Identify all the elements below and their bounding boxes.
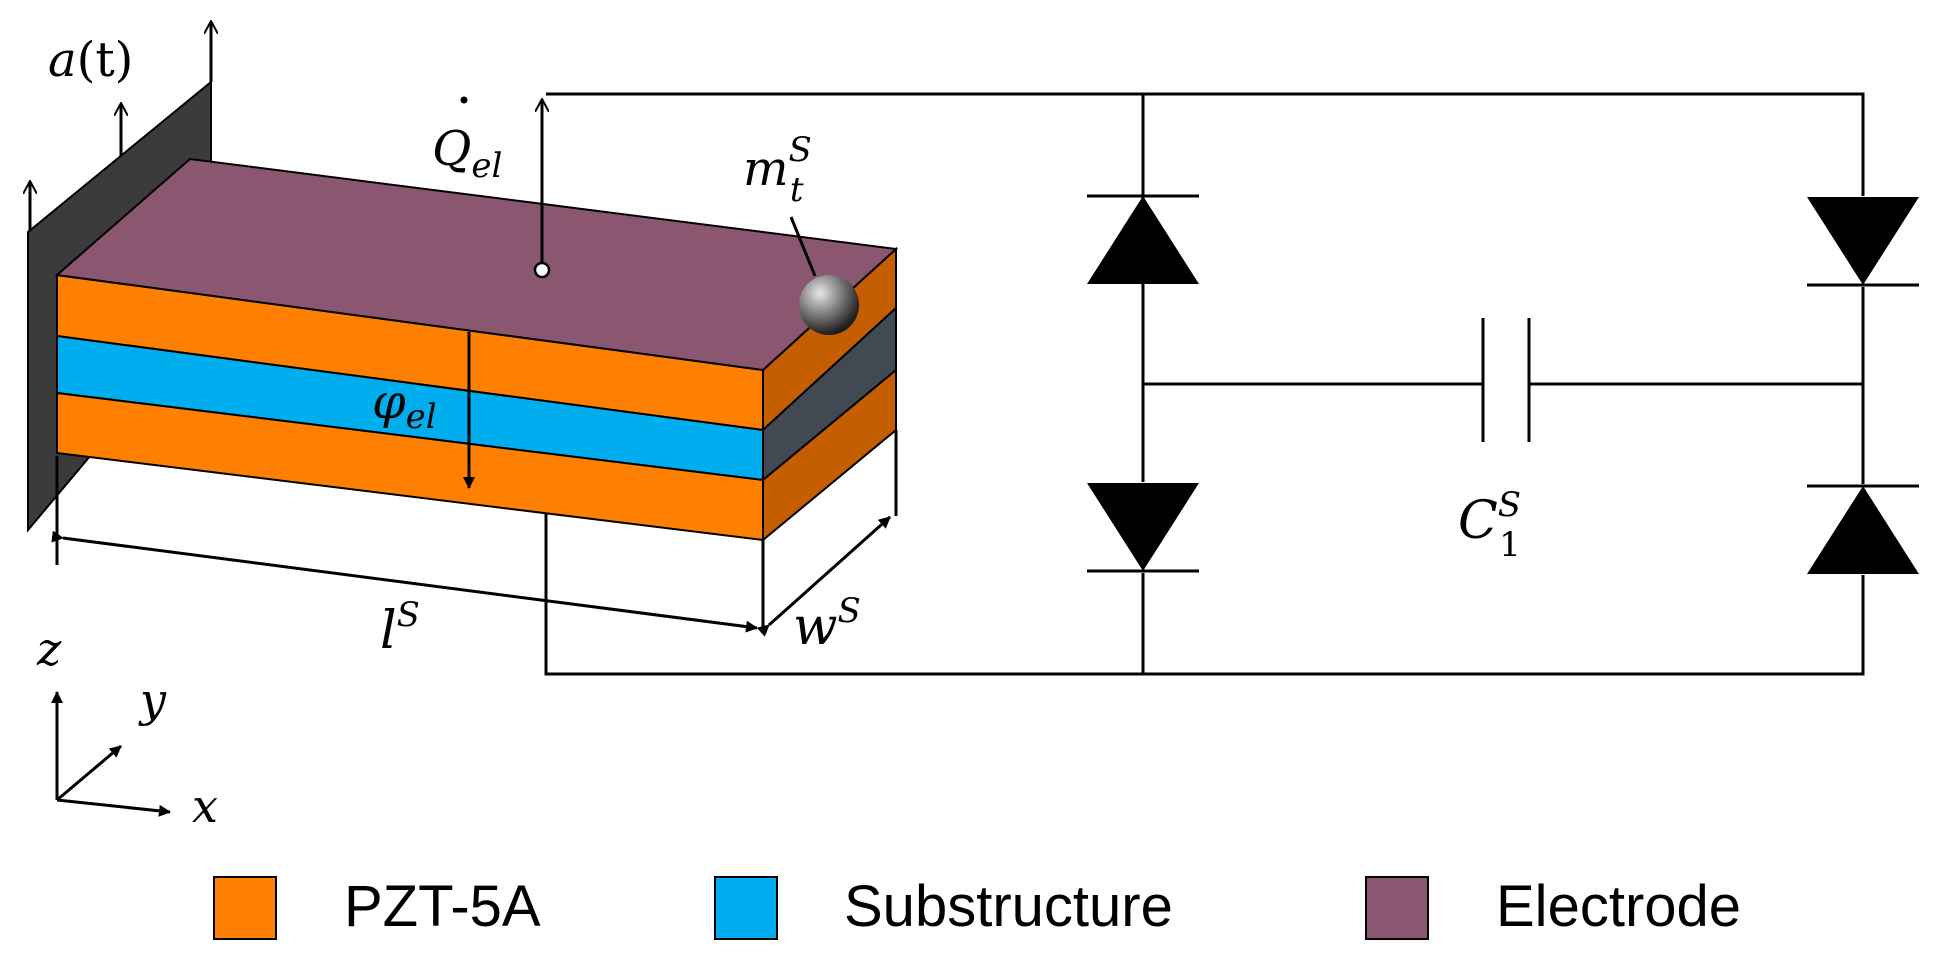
diode-top-left — [1085, 190, 1201, 288]
legend-item-electrode: Electrode — [1365, 874, 1741, 940]
width-label: wS — [793, 591, 861, 657]
legend-label-substructure: Substructure — [844, 874, 1173, 939]
tip-mass-sphere — [799, 275, 859, 335]
acceleration-label: a(t) — [48, 32, 133, 88]
tip-mass — [789, 216, 859, 335]
legend-swatch-electrode — [1365, 876, 1429, 940]
dimension-lines — [51, 430, 898, 637]
axis-z-label: z — [36, 622, 62, 676]
legend-label-electrode: Electrode — [1496, 874, 1741, 939]
charge-flow-lead — [533, 100, 551, 279]
legend: PZT-5A Substructure Electrode — [213, 874, 1741, 940]
bimorph-beam — [54, 157, 899, 543]
width-dimension-arrow — [756, 515, 891, 637]
legend-swatch-substructure — [714, 876, 778, 940]
diode-bottom-left — [1085, 482, 1201, 573]
base-excitation-arrows — [30, 22, 211, 232]
top-electrode — [54, 157, 899, 372]
circuit-wire-outer — [544, 92, 1865, 676]
diode-top-right — [1805, 196, 1921, 287]
length-dimension-arrow — [51, 530, 758, 633]
length-label: lS — [380, 595, 420, 661]
legend-item-substructure: Substructure — [714, 874, 1173, 940]
axis-x-label: x — [192, 779, 218, 833]
axis-y-label: y — [138, 673, 167, 727]
legend-label-pzt: PZT-5A — [344, 874, 541, 939]
capacitor — [1481, 318, 1531, 442]
charge-flow-dot-accent — [460, 96, 468, 104]
legend-item-pzt: PZT-5A — [213, 874, 541, 940]
voltage-label: φel — [372, 374, 437, 437]
diode-bottom-right — [1805, 484, 1921, 575]
coordinate-axes — [51, 691, 171, 817]
legend-swatch-pzt — [213, 876, 277, 940]
bridge-rectifier-circuit — [544, 92, 1921, 676]
charge-flow-label: Qel — [432, 121, 502, 186]
